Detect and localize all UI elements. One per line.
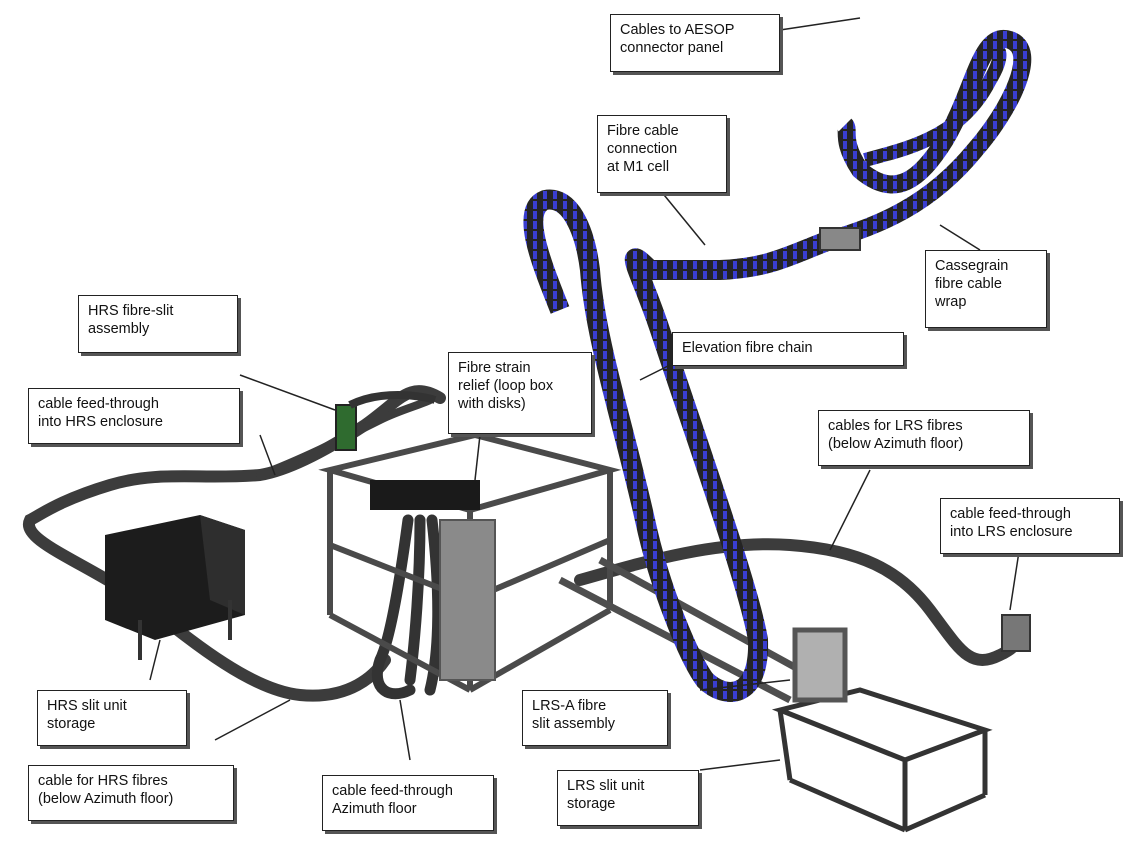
callout-cable-feed-hrs: cable feed-through into HRS enclosure — [28, 388, 240, 444]
callout-line: Cables to AESOP — [620, 22, 735, 38]
callout-lrs-a-slit: LRS-A fibre slit assembly — [522, 690, 668, 746]
callout-cable-feed-azimuth: cable feed-through Azimuth floor — [322, 775, 494, 831]
callout-line: LRS-A fibre — [532, 698, 607, 714]
lrs-feedthrough — [1001, 614, 1031, 652]
callout-cable-hrs-fibres: cable for HRS fibres (below Azimuth floo… — [28, 765, 234, 821]
callout-line: assembly — [88, 321, 150, 337]
lrs-cable — [574, 538, 1026, 666]
m1-connector — [819, 227, 861, 251]
elevation-chain — [523, 189, 834, 702]
callout-line: Elevation fibre chain — [682, 340, 813, 356]
callout-line: at M1 cell — [607, 159, 670, 175]
callout-line: connection — [607, 141, 678, 157]
callout-line: (below Azimuth floor) — [828, 436, 964, 452]
callout-line: LRS slit unit — [567, 778, 645, 794]
callout-hrs-slit-storage: HRS slit unit storage — [37, 690, 187, 746]
callout-line: relief (loop box — [458, 378, 554, 394]
leader-lines — [149, 17, 1021, 771]
cassegrain-inner — [863, 41, 1007, 167]
callout-line: cables for LRS fibres — [828, 418, 963, 434]
lrs-storage-frame — [771, 627, 993, 833]
callout-line: cable feed-through — [38, 396, 159, 412]
callout-line: wrap — [935, 294, 967, 310]
callout-cassegrain-wrap: Cassegrain fibre cable wrap — [925, 250, 1047, 328]
callout-elevation-chain: Elevation fibre chain — [672, 332, 904, 366]
callout-line: Fibre cable — [607, 123, 679, 139]
callout-line: HRS fibre-slit — [88, 303, 174, 319]
callout-cables-aesop: Cables to AESOP connector panel — [610, 14, 780, 72]
strain-relief-frame — [318, 431, 622, 693]
callout-line: Fibre strain — [458, 360, 531, 376]
callout-line: cable feed-through — [332, 783, 453, 799]
callout-line: slit assembly — [532, 716, 615, 732]
callout-line: fibre cable — [935, 276, 1002, 292]
callout-line: cable feed-through — [950, 506, 1071, 522]
callout-line: with disks) — [458, 396, 526, 412]
callout-line: storage — [567, 796, 616, 812]
callout-line: (below Azimuth floor) — [38, 791, 174, 807]
callout-cable-feed-lrs: cable feed-through into LRS enclosure — [940, 498, 1120, 554]
hrs-slit-assembly — [335, 391, 437, 451]
callout-line: Azimuth floor — [332, 801, 417, 817]
callout-line: cable for HRS fibres — [38, 773, 168, 789]
callout-line: connector panel — [620, 40, 724, 56]
callout-lrs-slit-storage: LRS slit unit storage — [557, 770, 699, 826]
callout-fibre-cable-m1: Fibre cable connection at M1 cell — [597, 115, 727, 193]
callout-lrs-cables: cables for LRS fibres (below Azimuth flo… — [818, 410, 1030, 466]
callout-strain-relief: Fibre strain relief (loop box with disks… — [448, 352, 592, 434]
callout-hrs-fibre-slit: HRS fibre-slit assembly — [78, 295, 238, 353]
callout-line: into LRS enclosure — [950, 524, 1073, 540]
callout-line: storage — [47, 716, 96, 732]
hrs-storage-box — [105, 515, 245, 660]
azimuth-cables — [371, 514, 444, 700]
callout-line: Cassegrain — [935, 258, 1009, 274]
callout-line: HRS slit unit — [47, 698, 127, 714]
callout-line: into HRS enclosure — [38, 414, 163, 430]
